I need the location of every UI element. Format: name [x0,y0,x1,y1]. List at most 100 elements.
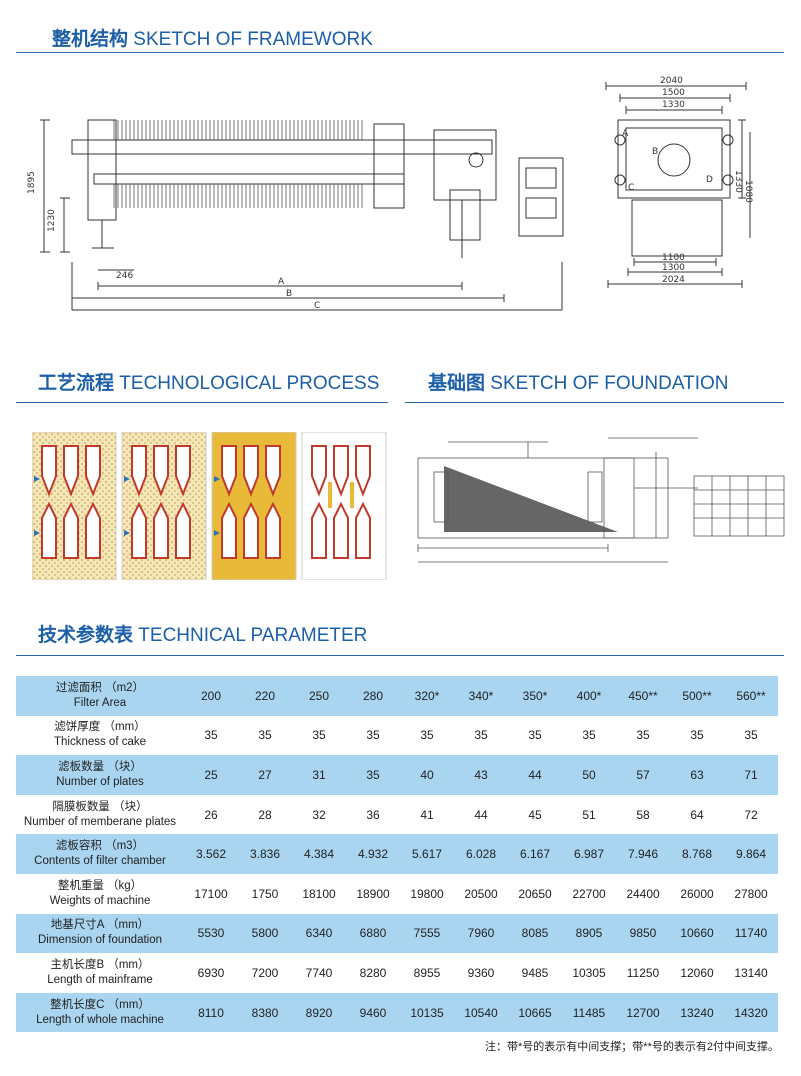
table-cell: 13240 [680,1005,714,1020]
row-label-en: Thickness of cake [53,736,147,749]
table-cell: 22700 [572,886,606,901]
dim-1330-right: 1330 [733,170,743,193]
table-cell: 44 [474,807,488,822]
row-label: 滤板数量 （块） Number of plates [16,755,184,795]
framework-title: 整机结构 SKETCH OF FRAMEWORK [52,24,373,51]
dim-1300: 1300 [662,263,685,273]
table-cell: 35 [582,728,596,743]
foundation-rule [405,402,784,403]
table-cell: 8955 [413,965,441,980]
parameter-title: 技术参数表 TECHNICAL PARAMETER [38,620,367,647]
table-cell: 9.864 [735,847,767,862]
row-label: 地基尺寸A （mm） Dimension of foundation [16,914,184,954]
table-cell: 63 [690,767,704,782]
parameter-title-en: TECHNICAL PARAMETER [138,625,368,646]
table-cell: 27800 [734,886,768,901]
row-label-cn: 地基尺寸A （mm） [50,919,150,932]
process-images [32,432,387,580]
table-cell: 320* [414,688,440,703]
framework-rule [16,52,784,53]
table-cell: 26000 [680,886,714,901]
row-label-cn: 滤板数量 （块） [58,760,142,773]
row-label-en: Number of memberane plates [23,815,177,828]
table-cell: 35 [366,728,380,743]
table-cell: 250 [308,688,330,703]
table-cell: 5.617 [411,847,443,862]
table-cell: 450** [628,688,658,703]
table-cell: 35 [312,728,326,743]
table-cell: 8085 [521,926,549,941]
row-label-cn: 主机长度B （mm） [50,958,150,971]
table-cell: 57 [636,767,650,782]
foundation-title-en: SKETCH OF FOUNDATION [490,373,729,394]
row-label: 整机长度C （mm） Length of whole machine [16,993,184,1033]
row-label-en: Number of plates [56,775,144,788]
table-cell: 7.946 [627,847,659,862]
table-cell: 8.768 [681,847,713,862]
table-cell: 1750 [251,886,279,901]
table-cell: 35 [420,728,434,743]
dim-246: 246 [116,271,133,281]
row-label-en: Length of whole machine [36,1013,164,1026]
table-cell: 41 [420,807,434,822]
table-cell: 10135 [410,1005,444,1020]
table-cell: 19800 [410,886,444,901]
dim-1230: 1230 [47,209,57,232]
table-cell: 4.932 [357,847,389,862]
row-label-cn: 隔膜板数量 （块） [52,800,148,813]
table-cell: 11485 [572,1005,606,1020]
table-cell: 8905 [575,926,603,941]
table-cell: 13140 [734,965,768,980]
table-cell: 72 [744,807,758,822]
table-cell: 14320 [734,1005,768,1020]
row-label-en: Dimension of foundation [37,934,163,947]
table-cell: 18100 [302,886,336,901]
table-cell: 35 [636,728,650,743]
end-label-d: D [706,175,713,185]
table-cell: 220 [254,688,276,703]
dim-1895: 1895 [27,171,37,194]
footnote: 注：带*号的表示有中间支撑；带**号的表示有2付中间支撑。 [485,1041,779,1053]
table-cell: 11250 [626,965,660,980]
table-cell: 4.384 [303,847,335,862]
table-cell: 5800 [251,926,279,941]
table-cell: 50 [582,767,596,782]
row-label: 滤饼厚度 （mm）Thickness of cake [16,716,184,756]
table-cell: 6880 [359,926,387,941]
dim-a: A [278,277,285,287]
table-cell: 6.987 [573,847,605,862]
table-cell: 9850 [629,926,657,941]
table-cell: 7740 [305,965,333,980]
row-label-en: Filter Area [73,696,127,709]
dim-2040: 2040 [660,76,683,86]
process-title-en: TECHNOLOGICAL PROCESS [119,373,380,394]
parameter-title-cn: 技术参数表 [38,625,134,646]
table-cell: 6340 [305,926,333,941]
dim-1100: 1100 [662,253,685,263]
row-label: 滤板容积 （m3）Contents of filter chamber [16,834,184,874]
table-cell: 27 [258,767,272,782]
table-cell: 26 [204,807,218,822]
table-cell: 3.562 [195,847,227,862]
table-cell: 8380 [251,1005,279,1020]
row-label-cn: 整机长度C （mm） [50,998,150,1011]
table-cell: 40 [420,767,434,782]
dim-1500: 1500 [662,88,685,98]
table-row: 滤板容积 （m3）Contents of filter chamber 3.562… [16,834,778,874]
table-cell: 17100 [194,886,228,901]
table-cell: 11740 [734,926,768,941]
framework-end-drawing: 2040 1500 1330 1330 1080 A B C D 1100 13… [596,72,756,294]
foundation-drawing [408,432,788,582]
framework-title-en: SKETCH OF FRAMEWORK [133,29,373,50]
row-label-cn: 滤板容积 （m3） [55,840,145,853]
table-cell: 10305 [572,965,606,980]
row-label-cn: 整机重量 （kg） [57,879,143,892]
table-cell: 10660 [680,926,714,941]
table-cell: 8920 [305,1005,333,1020]
